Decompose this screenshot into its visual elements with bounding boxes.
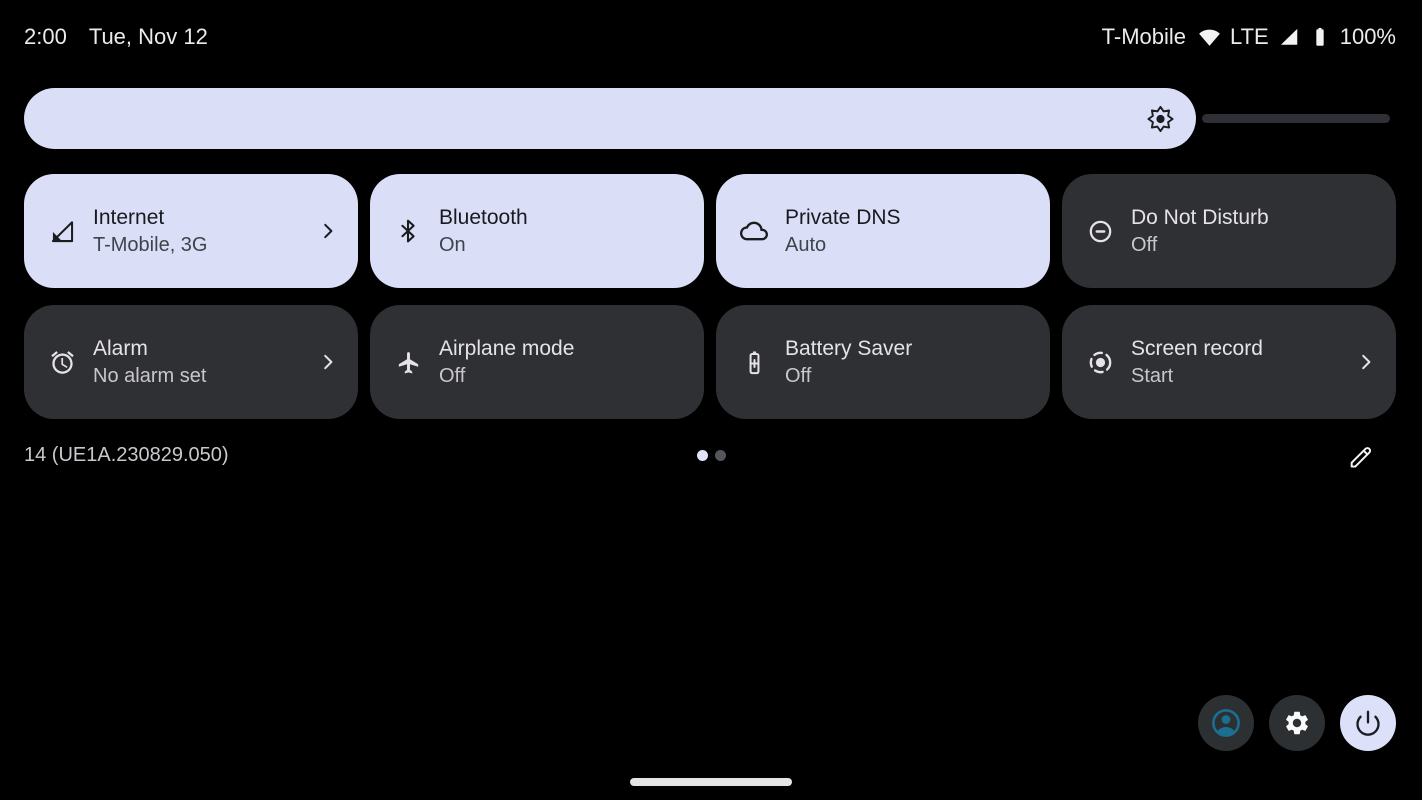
- do-not-disturb-icon: [1086, 217, 1114, 245]
- brightness-slider[interactable]: [24, 88, 1390, 149]
- brightness-slider-fill[interactable]: [24, 88, 1196, 149]
- home-gesture-pill[interactable]: [630, 778, 792, 786]
- network-type-label: LTE: [1230, 24, 1269, 49]
- build-number: 14 (UE1A.230829.050): [24, 444, 229, 466]
- carrier-label: T-Mobile: [1101, 24, 1186, 49]
- bottom-action-buttons: [1198, 695, 1396, 751]
- chevron-right-icon[interactable]: [316, 350, 340, 374]
- tile-do-not-disturb[interactable]: Do Not Disturb Off: [1062, 174, 1396, 288]
- tile-subtitle: Off: [439, 365, 466, 387]
- battery-percent-label: 100%: [1339, 24, 1396, 49]
- tile-subtitle: Auto: [785, 234, 827, 256]
- bluetooth-icon: [394, 217, 422, 245]
- tile-internet[interactable]: Internet T-Mobile, 3G: [24, 174, 358, 288]
- tile-title: Internet: [93, 206, 165, 229]
- brightness-slider-track[interactable]: [1202, 114, 1390, 123]
- battery-icon: [1309, 26, 1331, 48]
- tile-private-dns[interactable]: Private DNS Auto: [716, 174, 1050, 288]
- page-indicator: [0, 450, 1422, 461]
- tile-screen-record[interactable]: Screen record Start: [1062, 305, 1396, 419]
- user-avatar-icon: [1209, 706, 1243, 740]
- tile-battery-saver[interactable]: Battery Saver Off: [716, 305, 1050, 419]
- power-button[interactable]: [1340, 695, 1396, 751]
- power-icon: [1354, 709, 1382, 737]
- tile-title: Private DNS: [785, 206, 901, 229]
- user-switcher-button[interactable]: [1198, 695, 1254, 751]
- tile-title: Alarm: [93, 337, 148, 360]
- tile-alarm[interactable]: Alarm No alarm set: [24, 305, 358, 419]
- clock: 2:00: [24, 24, 67, 49]
- battery-plus-icon: [740, 348, 768, 376]
- gear-icon: [1283, 709, 1311, 737]
- cellular-signal-icon: [1278, 26, 1300, 48]
- airplane-icon: [394, 348, 422, 376]
- tile-bluetooth[interactable]: Bluetooth On: [370, 174, 704, 288]
- tile-title: Do Not Disturb: [1131, 206, 1269, 229]
- status-bar: 2:00 Tue, Nov 12 T-Mobile LTE 100%: [0, 0, 1422, 74]
- record-icon: [1086, 348, 1114, 376]
- tile-title: Airplane mode: [439, 337, 575, 360]
- tile-subtitle: Start: [1131, 365, 1174, 387]
- pencil-icon: [1347, 443, 1375, 471]
- chevron-right-icon[interactable]: [1354, 350, 1378, 374]
- settings-button[interactable]: [1269, 695, 1325, 751]
- tile-subtitle: Off: [785, 365, 812, 387]
- page-indicator-dot-inactive: [714, 450, 726, 461]
- edit-tiles-button[interactable]: [1344, 440, 1378, 474]
- quick-settings-tiles: Internet T-Mobile, 3G Bluetooth On Priva…: [24, 174, 1396, 419]
- tile-subtitle: No alarm set: [93, 365, 207, 387]
- tile-subtitle: Off: [1131, 234, 1158, 256]
- page-indicator-dot-active: [696, 450, 708, 461]
- date: Tue, Nov 12: [88, 24, 208, 49]
- chevron-right-icon[interactable]: [316, 219, 340, 243]
- tile-subtitle: On: [439, 234, 466, 256]
- wifi-icon: [1198, 26, 1221, 49]
- tile-title: Bluetooth: [439, 206, 528, 229]
- tile-title: Screen record: [1131, 337, 1263, 360]
- cellular-signal-icon: [48, 217, 76, 245]
- brightness-icon: [1146, 104, 1175, 133]
- tile-subtitle: T-Mobile, 3G: [93, 234, 208, 256]
- tile-airplane-mode[interactable]: Airplane mode Off: [370, 305, 704, 419]
- tile-title: Battery Saver: [785, 337, 913, 360]
- cloud-icon: [740, 217, 768, 245]
- alarm-clock-icon: [48, 348, 76, 376]
